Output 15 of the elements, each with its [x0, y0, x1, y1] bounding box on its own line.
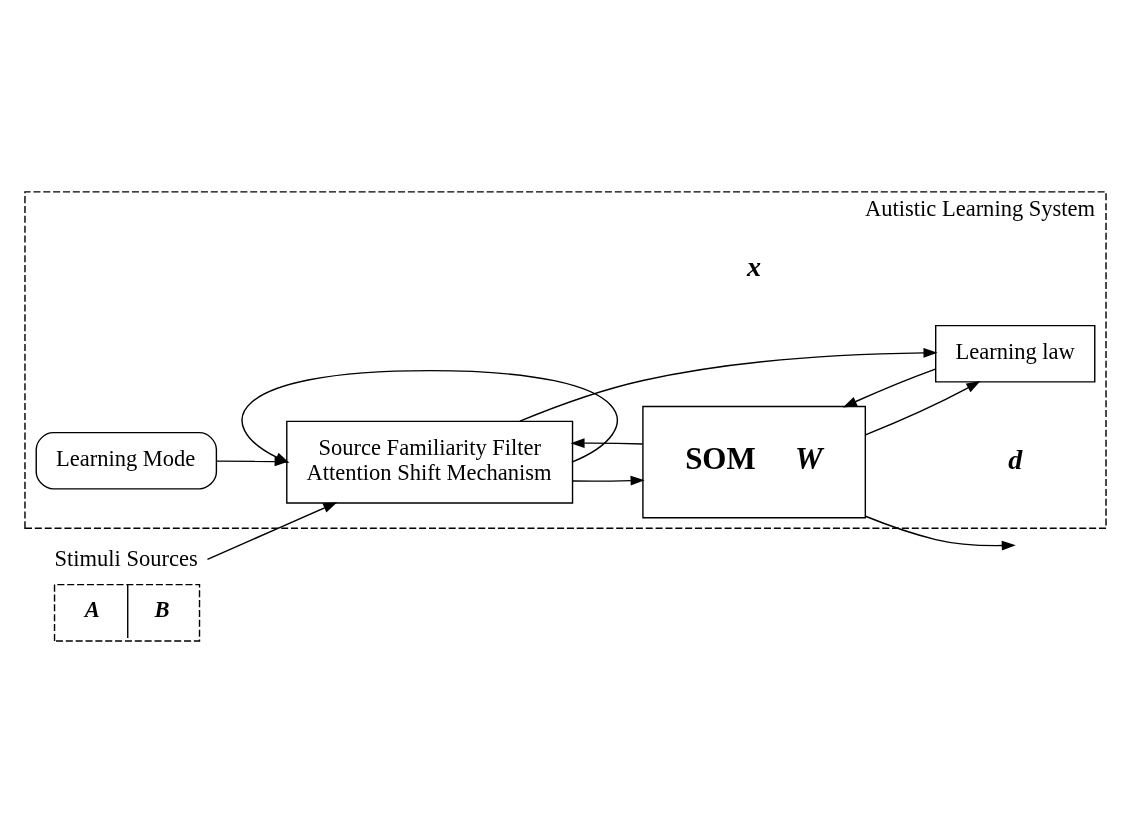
label: x	[747, 250, 762, 282]
arrow	[864, 515, 1016, 550]
node-box: SOM W	[642, 405, 867, 518]
arrow	[206, 501, 338, 560]
arrow	[570, 437, 644, 448]
node-label: Stimuli Sources	[54, 545, 198, 571]
node-box: Source Familiarity Filter Attention Shift Mechanism	[286, 420, 574, 504]
node-box: Learning law	[935, 324, 1096, 383]
arrow	[842, 367, 937, 407]
arrow	[519, 347, 938, 422]
arrow	[864, 380, 981, 436]
arrow	[571, 475, 645, 486]
arrow	[215, 456, 289, 466]
node-box: Learning Mode	[35, 431, 218, 490]
label: d	[1008, 443, 1023, 475]
